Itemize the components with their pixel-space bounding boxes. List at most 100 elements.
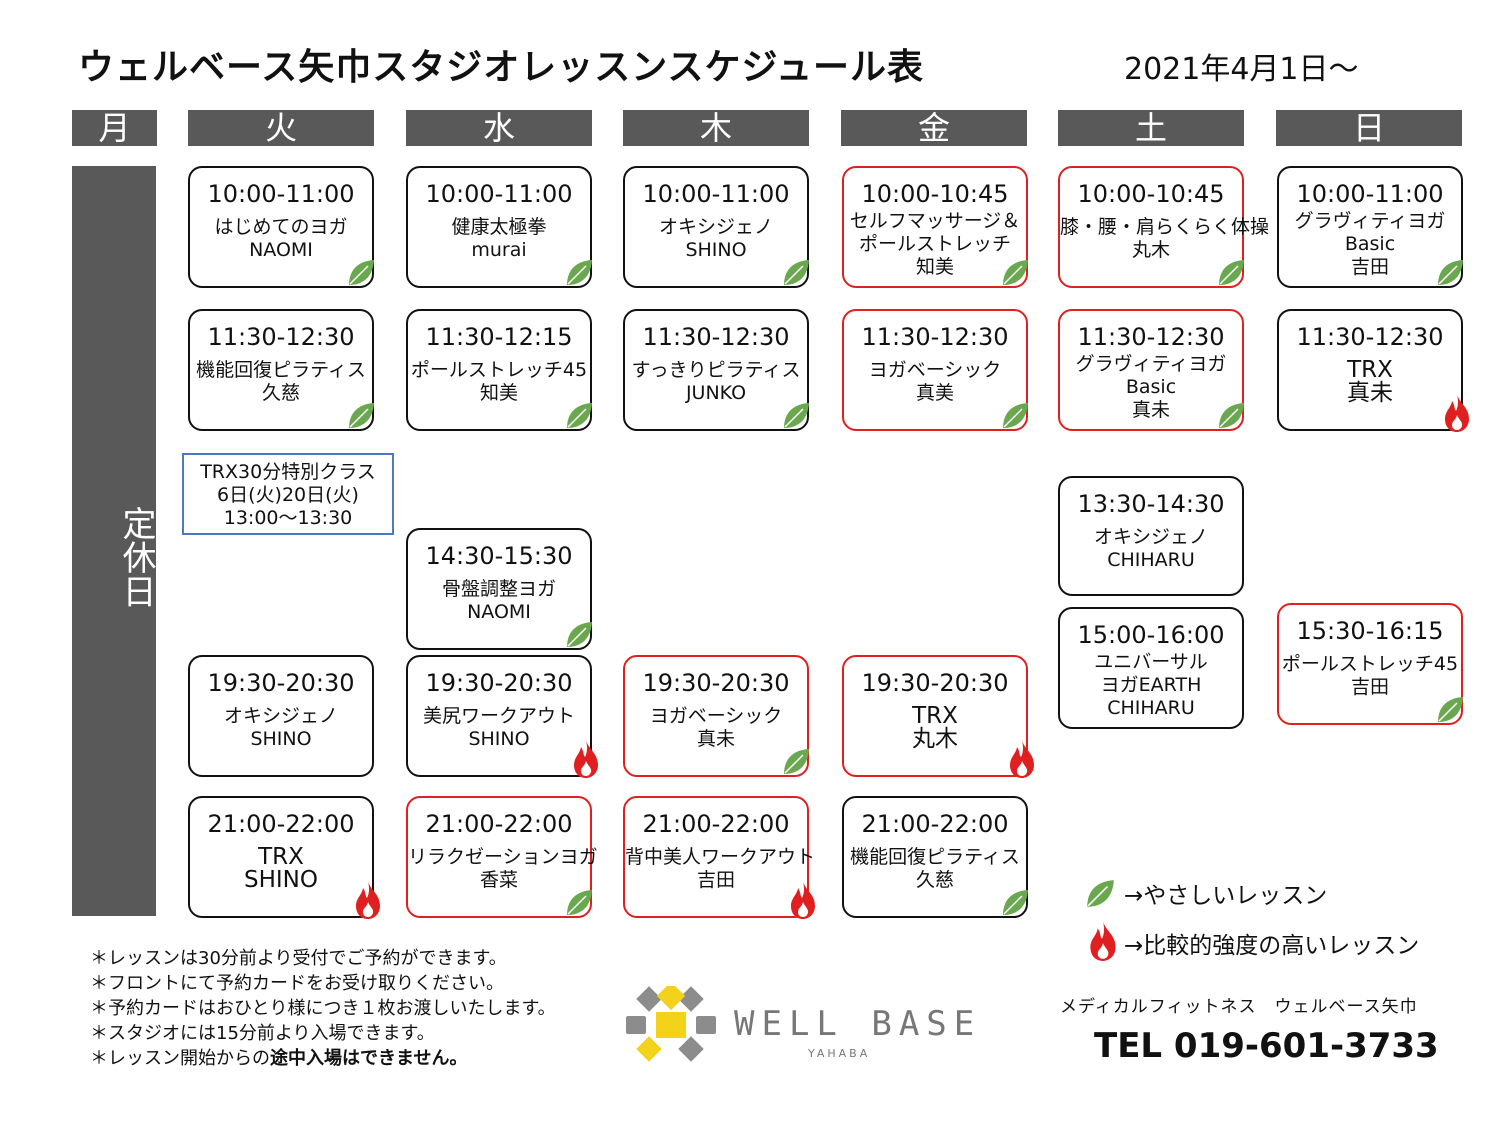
lesson-instructor: 丸木: [912, 726, 958, 752]
lesson-instructor: SHINO: [685, 239, 747, 261]
lesson-name: グラヴィティヨガ: [1075, 353, 1227, 375]
leaf-icon: [781, 258, 811, 288]
lesson-name: ヨガベーシック: [868, 359, 1002, 381]
lesson-name: ポールストレッチ: [858, 233, 1011, 255]
lesson-instructor: NAOMI: [467, 601, 531, 623]
lesson-instructor: 吉田: [696, 869, 735, 891]
lesson-instructor: CHIHARU: [1107, 549, 1195, 571]
lesson-instructor: CHIHARU: [1107, 697, 1195, 719]
lesson-time: 15:00-16:00: [1077, 621, 1225, 649]
lesson-time: 19:30-20:30: [425, 669, 573, 697]
lesson-time: 19:30-20:30: [642, 669, 790, 697]
lesson-time: 10:00-11:00: [1296, 180, 1444, 208]
lesson-name: オキシジェノ: [223, 705, 338, 727]
lesson-time: 11:30-12:30: [861, 323, 1009, 351]
lesson-instructor: 真未: [1347, 380, 1393, 406]
lesson-time: 11:30-12:30: [207, 323, 355, 351]
leaf-icon: [346, 258, 376, 288]
lesson-time: 10:00-11:00: [642, 180, 790, 208]
phone-number: TEL 019-601-3733: [1094, 1026, 1439, 1066]
special-line: 6日(火)20日(火): [217, 484, 359, 506]
lesson-instructor: 香菜: [479, 869, 518, 891]
flame-icon: [1008, 739, 1036, 779]
special-line: 13:00～13:30: [223, 507, 353, 529]
lesson-time: 10:00-11:00: [207, 180, 355, 208]
lesson-time: 10:00-11:00: [425, 180, 573, 208]
leaf-icon: [1000, 258, 1030, 288]
leaf-icon: [1000, 888, 1030, 918]
day-header-mon: 月: [72, 110, 157, 146]
flame-icon: [789, 880, 817, 920]
note-line: ＊レッスンは30分前より受付でご予約ができます。: [90, 948, 507, 969]
lesson-name: セルフマッサージ＆: [849, 210, 1021, 232]
lesson-instructor: NAOMI: [249, 239, 313, 261]
lesson-time: 10:00-10:45: [1077, 180, 1225, 208]
lesson-name: すっきりピラティス: [631, 359, 801, 381]
leaf-icon: [1435, 695, 1465, 725]
lesson-instructor: 吉田: [1350, 256, 1389, 278]
leaf-icon: [1216, 258, 1246, 288]
note-line: ＊フロントにて予約カードをお受け取りください。: [90, 973, 504, 994]
lesson-name: オキシジェノ: [1093, 526, 1208, 548]
lesson-instructor: 知美: [915, 256, 954, 278]
day-header-sun: 日: [1276, 110, 1462, 146]
lesson-name: TRX: [1347, 357, 1393, 383]
lesson-name: グラヴィティヨガ: [1294, 210, 1446, 232]
special-class-note: TRX30分特別クラス 6日(火)20日(火) 13:00～13:30: [182, 453, 394, 535]
lesson-name: リラクゼーションヨガ: [408, 846, 598, 868]
logo-subtext: YAHABA: [808, 1047, 871, 1060]
day-header-sat: 土: [1058, 110, 1244, 146]
leaf-icon: [1435, 258, 1465, 288]
company-name: メディカルフィットネス ウェルベース矢巾: [1060, 997, 1418, 1017]
lesson-instructor: JUNKO: [685, 382, 747, 404]
lesson-name: 美尻ワークアウト: [422, 705, 575, 727]
lesson-name: ポールストレッチ45: [410, 359, 588, 381]
leaf-icon: [781, 401, 811, 431]
special-line: TRX30分特別クラス: [200, 461, 376, 483]
lesson-time: 11:30-12:30: [642, 323, 790, 351]
leaf-icon: [1000, 401, 1030, 431]
leaf-icon: [1216, 401, 1246, 431]
day-header-thu: 木: [623, 110, 809, 146]
lesson-instructor: 真未: [1131, 399, 1170, 421]
leaf-icon: [564, 258, 594, 288]
logo-text: WELL BASE: [734, 1004, 982, 1044]
lesson-name: はじめてのヨガ: [214, 216, 348, 238]
flame-icon: [572, 739, 600, 779]
leaf-icon: [564, 620, 594, 650]
lesson-instructor: 真美: [915, 382, 954, 404]
lesson-instructor: 知美: [479, 382, 518, 404]
wellbase-logo-icon: [626, 986, 716, 1062]
lesson-time: 21:00-22:00: [642, 810, 790, 838]
lesson-instructor: 真未: [696, 728, 735, 750]
lesson-name: 機能回復ピラティス: [196, 359, 366, 381]
lesson-time: 21:00-22:00: [207, 810, 355, 838]
lesson-instructor: 丸木: [1131, 239, 1170, 261]
leaf-icon: [781, 747, 811, 777]
lesson-name: ヨガEARTH: [1100, 674, 1202, 696]
day-header-wed: 水: [406, 110, 592, 146]
lesson-name: TRX: [912, 703, 958, 729]
lesson-time: 11:30-12:30: [1077, 323, 1225, 351]
lesson-time: 11:30-12:30: [1296, 323, 1444, 351]
lesson-instructor: SHINO: [250, 728, 312, 750]
legend-flame-icon: [1088, 920, 1118, 962]
lesson-name: 健康太極拳: [451, 216, 547, 238]
lesson-name: オキシジェノ: [658, 216, 773, 238]
closed-day-bar: 定休日: [72, 166, 156, 916]
lesson-instructor: SHINO: [244, 867, 318, 893]
